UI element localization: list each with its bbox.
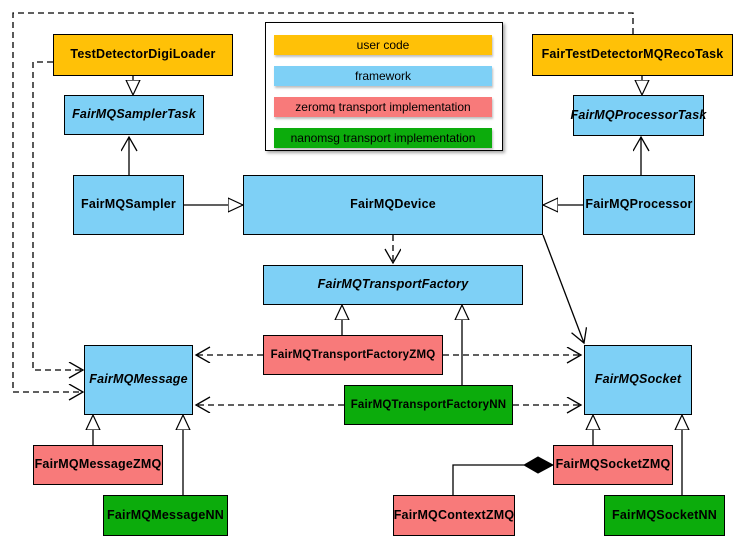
class-box-fairmqdevice: FairMQDevice (243, 175, 543, 235)
edge-device-socket (542, 234, 584, 343)
class-box-testdetectordigiloader: TestDetectorDigiLoader (53, 34, 233, 76)
legend-item-framework: framework (274, 66, 492, 86)
edge-digiloader-message (32, 61, 83, 370)
edge-recotask-message (12, 12, 634, 392)
class-box-fairmqmessagenn: FairMQMessageNN (103, 495, 228, 536)
edge-contextzmq-socketzmq (452, 464, 524, 495)
class-box-fairmqmessagezmq: FairMQMessageZMQ (33, 445, 163, 485)
class-box-fairmqsampler: FairMQSampler (73, 175, 184, 235)
legend-item-user-code: user code (274, 35, 492, 55)
class-box-fairmqprocessortask: FairMQProcessorTask (570, 95, 706, 136)
legend-item-zeromq: zeromq transport implementation (274, 97, 492, 117)
legend: user code framework zeromq transport imp… (265, 22, 503, 151)
class-box-fairmqsocketnn: FairMQSocketNN (604, 495, 725, 536)
class-box-fairmqprocessor: FairMQProcessor (583, 175, 695, 235)
class-box-fairmqtransportfactory: FairMQTransportFactory (263, 265, 523, 305)
class-box-fairmqcontextzmq: FairMQContextZMQ (393, 495, 515, 536)
composition-diamond (522, 456, 555, 474)
class-box-fairmqtransportfactoryzmq: FairMQTransportFactoryZMQ (263, 335, 443, 375)
class-box-fairtestdetectormqrecotask: FairTestDetectorMQRecoTask (532, 34, 733, 76)
class-box-fairmqtransportfactorynn: FairMQTransportFactoryNN (344, 385, 513, 425)
legend-item-nanomsg: nanomsg transport implementation (274, 128, 492, 148)
class-box-fairmqsocket: FairMQSocket (584, 345, 692, 415)
class-box-fairmqsamplertask: FairMQSamplerTask (64, 95, 204, 135)
class-box-fairmqmessage: FairMQMessage (84, 345, 193, 415)
class-box-fairmqsocketzmq: FairMQSocketZMQ (553, 445, 673, 485)
